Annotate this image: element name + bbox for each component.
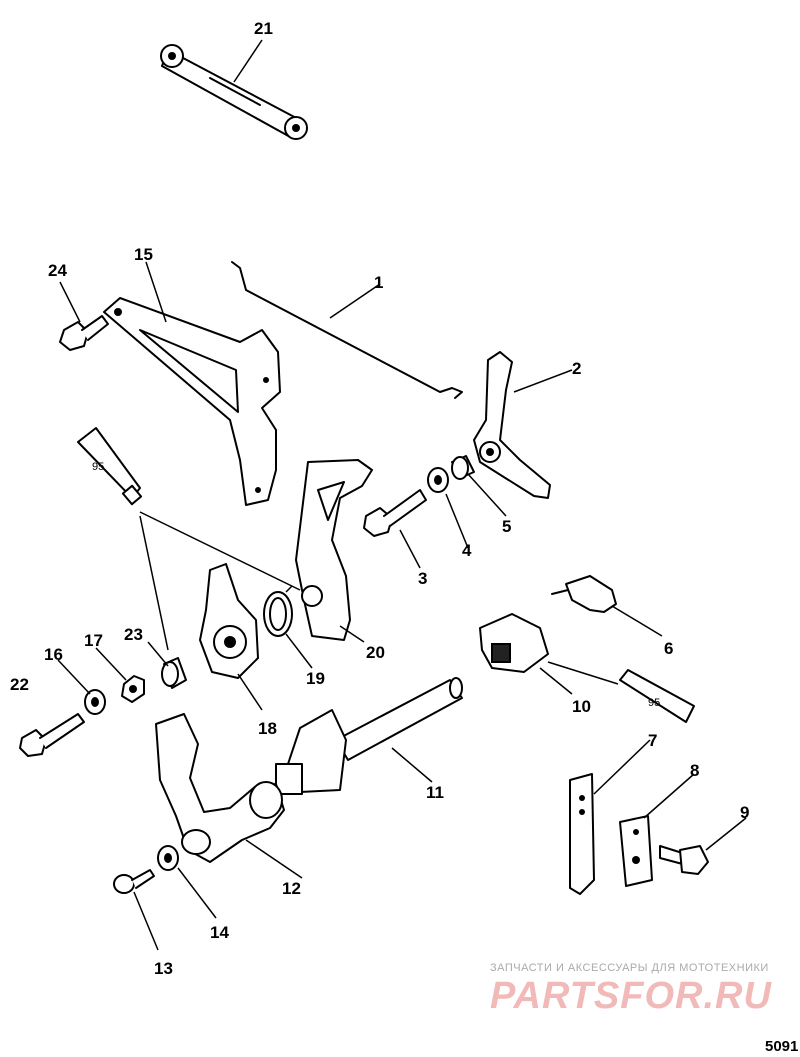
part-4-washer — [427, 467, 449, 493]
callout-7: 7 — [648, 731, 657, 750]
part-9-bolt — [659, 845, 709, 875]
callout-21: 21 — [254, 19, 273, 38]
part-14-washer — [157, 845, 179, 871]
figure-number: 5091 — [765, 1038, 799, 1055]
callout-24: 24 — [48, 261, 67, 280]
callout-18: 18 — [258, 719, 277, 738]
callout-19: 19 — [306, 669, 325, 688]
callout-4: 4 — [462, 541, 472, 560]
callout-11: 11 — [426, 783, 444, 802]
part-8-plate — [619, 815, 653, 887]
part-2-lever — [473, 351, 551, 499]
part-3-bolt — [363, 489, 427, 537]
part-5-bushing — [451, 455, 475, 480]
grease-tube-right: 95 — [619, 669, 695, 723]
callout-2: 2 — [572, 359, 581, 378]
callout-12: 12 — [282, 879, 301, 898]
part-15-bracket — [103, 297, 281, 506]
callout-16: 16 — [44, 645, 63, 664]
callout-14: 14 — [210, 923, 229, 942]
callout-10: 10 — [572, 697, 591, 716]
callout-22: 22 — [10, 675, 29, 694]
part-19-spring — [263, 585, 293, 637]
part-23-bushing — [161, 657, 187, 689]
callout-20: 20 — [366, 643, 385, 662]
part-16-washer — [84, 689, 106, 715]
tube-right-label: 95 — [648, 697, 660, 709]
callout-1: 1 — [374, 273, 383, 292]
part-10-block — [479, 613, 549, 673]
watermark-tagline: ЗАПЧАСТИ И АКСЕССУАРЫ ДЛЯ МОТОТЕХНИКИ — [490, 962, 769, 974]
part-11-shaft — [275, 677, 463, 795]
part-7-plate — [569, 773, 595, 895]
part-6-bracket — [551, 575, 617, 613]
part-21-link — [160, 44, 308, 140]
part-1-rod — [231, 261, 463, 399]
tube-left-label: 95 — [92, 461, 104, 473]
callout-9: 9 — [740, 803, 749, 822]
part-22-bolt — [19, 713, 85, 757]
callout-17: 17 — [84, 631, 103, 650]
part-13-screw — [113, 869, 155, 894]
callout-6: 6 — [664, 639, 673, 658]
grease-tube-left: 95 — [77, 427, 143, 506]
callout-23: 23 — [124, 625, 143, 644]
part-18-plate — [199, 563, 259, 679]
callout-15: 15 — [134, 245, 153, 264]
part-20-cam — [295, 459, 373, 641]
callout-8: 8 — [690, 761, 699, 780]
part-12-arm — [155, 713, 285, 863]
watermark-logo: PARTSFOR.RU — [490, 975, 772, 1017]
part-24-bolt — [59, 315, 109, 351]
part-17-clip — [121, 675, 145, 703]
callout-13: 13 — [154, 959, 173, 978]
callout-3: 3 — [418, 569, 427, 588]
callout-5: 5 — [502, 517, 511, 536]
